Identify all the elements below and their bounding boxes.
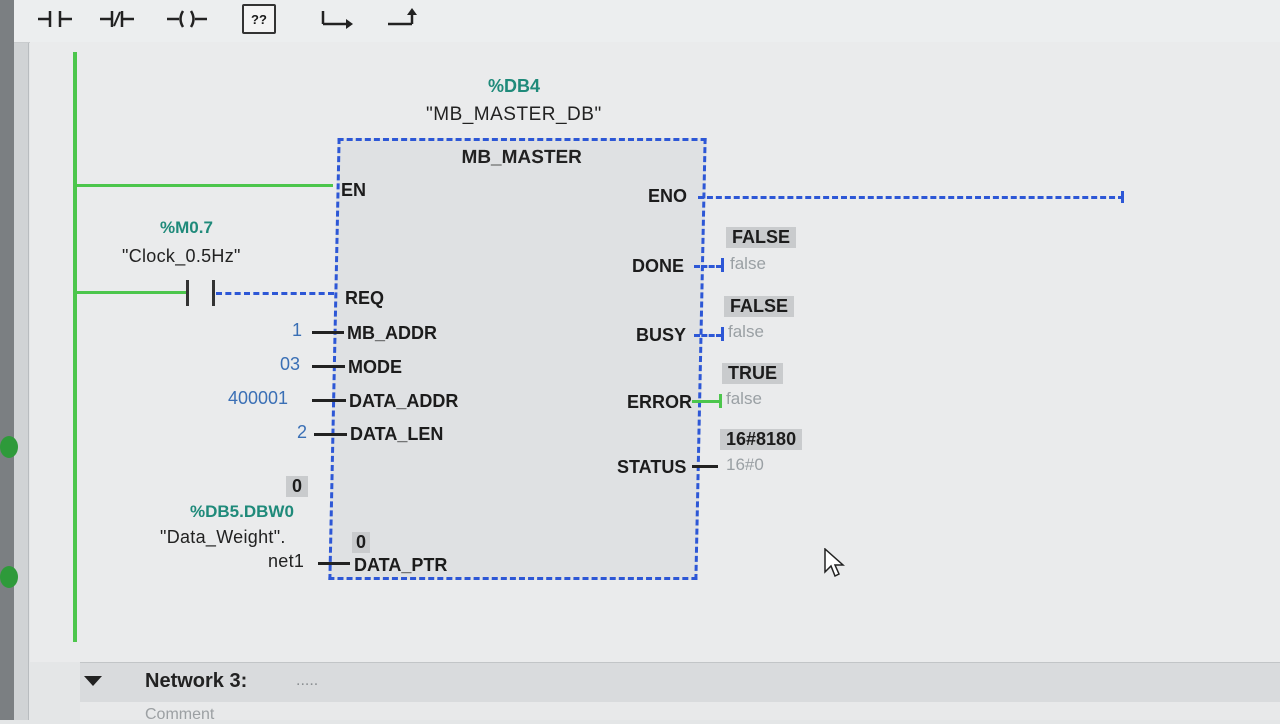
network-title-placeholder[interactable]: ..... [296, 672, 319, 689]
en-wire [77, 184, 333, 187]
done-wire [694, 265, 722, 268]
nc-contact-icon [100, 11, 134, 27]
pin-mode[interactable]: MODE [348, 357, 402, 377]
error-monitor-value: TRUE [722, 363, 783, 384]
data-ptr-tag-name[interactable]: "Data_Weight". [160, 527, 286, 547]
left-side-panel [14, 40, 29, 720]
busy-default-value: false [728, 322, 764, 341]
mode-value[interactable]: 03 [280, 354, 301, 374]
eno-wire [698, 196, 1124, 199]
pin-mb-addr[interactable]: MB_ADDR [347, 323, 437, 343]
done-monitor-value: FALSE [726, 227, 797, 248]
close-branch-icon [388, 8, 417, 26]
no-contact-icon [38, 11, 72, 27]
data-ptr-wire [318, 562, 350, 565]
data-ptr-tag-address[interactable]: %DB5.DBW0 [190, 502, 294, 521]
data-ptr-monitor-value: 0 [286, 476, 309, 497]
pin-data-len[interactable]: DATA_LEN [350, 424, 444, 444]
req-tag-name[interactable]: "Clock_0.5Hz" [122, 246, 241, 266]
data-ptr-inner-monitor: 0 [352, 532, 371, 553]
pin-data-addr[interactable]: DATA_ADDR [349, 391, 459, 411]
block-title: MB_MASTER [461, 147, 583, 168]
network-title[interactable]: Network 3: [145, 670, 248, 692]
left-window-edge [0, 0, 14, 720]
req-tag-address[interactable]: %M0.7 [160, 218, 213, 237]
error-wire [692, 400, 720, 403]
data-len-wire [314, 433, 347, 436]
done-default-value: false [730, 254, 766, 273]
open-branch-button[interactable] [310, 0, 364, 38]
pin-eno[interactable]: ENO [648, 186, 688, 206]
pin-error[interactable]: ERROR [627, 392, 693, 412]
network-3-header[interactable] [80, 662, 1280, 703]
instance-db-number[interactable]: %DB4 [488, 76, 541, 96]
left-power-rail [73, 52, 77, 642]
mb-addr-value[interactable]: 1 [292, 320, 303, 340]
pin-en[interactable]: EN [341, 180, 367, 200]
close-branch-button[interactable] [376, 0, 430, 38]
status-default-value: 16#0 [726, 455, 764, 474]
coil-icon [167, 10, 207, 28]
instance-db-name[interactable]: "MB_MASTER_DB" [426, 104, 602, 125]
req-output-wire [216, 292, 334, 295]
open-branch-icon [321, 11, 353, 29]
empty-box-button[interactable]: ?? [232, 0, 286, 38]
error-wire-end [719, 394, 722, 408]
mb-addr-wire [312, 331, 344, 334]
pin-busy[interactable]: BUSY [636, 325, 687, 345]
error-default-value: false [726, 389, 762, 408]
mouse-cursor-icon [824, 548, 845, 578]
network-comment-area[interactable] [80, 702, 1280, 720]
req-contact-left[interactable] [186, 280, 189, 306]
empty-box-label: ?? [251, 11, 267, 27]
nc-contact-button[interactable] [90, 0, 144, 38]
busy-wire-end [721, 327, 724, 341]
data-ptr-tag-member[interactable]: net1 [268, 551, 305, 571]
status-wire [692, 465, 718, 468]
no-contact-button[interactable] [28, 0, 82, 38]
collapse-arrow-icon[interactable] [84, 676, 102, 686]
network-comment[interactable]: Comment [145, 706, 215, 723]
done-wire-end [721, 258, 724, 272]
data-len-value[interactable]: 2 [297, 422, 308, 442]
busy-monitor-value: FALSE [724, 296, 795, 317]
network-status-indicator [0, 566, 18, 588]
busy-wire [694, 334, 722, 337]
ladder-toolbar: ?? [14, 0, 1280, 43]
pin-req[interactable]: REQ [345, 288, 385, 308]
pin-status[interactable]: STATUS [617, 457, 687, 477]
eno-wire-end [1121, 191, 1124, 203]
mode-wire [312, 365, 345, 368]
network-status-indicator [0, 436, 18, 458]
status-monitor-value: 16#8180 [720, 429, 803, 450]
pin-data-ptr[interactable]: DATA_PTR [354, 555, 448, 575]
coil-button[interactable] [160, 0, 214, 38]
req-contact-right[interactable] [212, 280, 215, 306]
pin-done[interactable]: DONE [632, 256, 685, 276]
empty-box-icon: ?? [242, 4, 276, 34]
data-addr-value[interactable]: 400001 [228, 388, 289, 408]
req-branch-wire [77, 291, 187, 294]
data-addr-wire [312, 399, 346, 402]
